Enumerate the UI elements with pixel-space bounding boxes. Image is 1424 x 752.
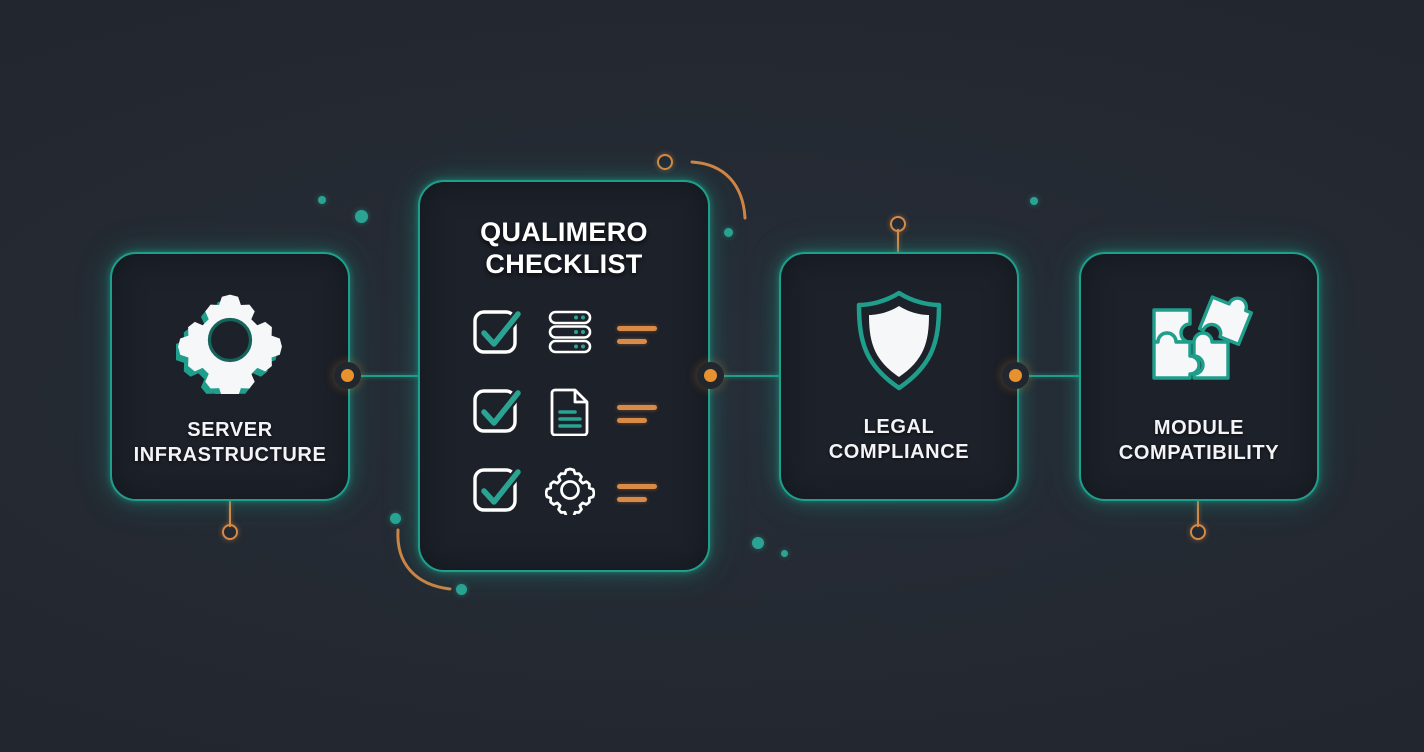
gear-icon — [176, 286, 284, 394]
card-label-module-compatibility: MODULE COMPATIBILITY — [1118, 416, 1280, 464]
teal-dot-5 — [390, 513, 401, 524]
card-label-server-infrastructure: SERVER INFRASTRUCTURE — [133, 418, 327, 466]
card-label-legal-compliance: LEGAL COMPLIANCE — [828, 415, 970, 463]
checkbox-checked-icon[interactable] — [471, 464, 523, 521]
ring-server-bottom — [222, 524, 238, 540]
checklist-rows — [471, 306, 657, 521]
teal-dot-2 — [355, 210, 368, 223]
teal-dot-1 — [318, 196, 326, 204]
stem-legal-top — [897, 229, 899, 254]
card-qualimero-checklist[interactable]: QUALIMERO CHECKLIST — [418, 180, 710, 572]
detail-bar — [617, 404, 657, 410]
gear-outline-icon — [544, 465, 596, 520]
detail-bars — [617, 483, 657, 502]
document-icon — [545, 386, 595, 441]
detail-bar — [617, 496, 647, 502]
detail-bars — [617, 404, 657, 423]
teal-dot-8 — [781, 550, 788, 557]
card-legal-compliance[interactable]: LEGAL COMPLIANCE — [779, 252, 1019, 501]
ring-legal-top — [890, 216, 906, 232]
stem-server-bottom — [229, 501, 231, 527]
connector-line-checklist-to-legal — [708, 375, 783, 377]
detail-bar — [617, 325, 657, 331]
checkbox-checked-icon[interactable] — [471, 306, 523, 363]
shield-icon — [851, 289, 947, 393]
checkbox-checked-icon[interactable] — [471, 385, 523, 442]
card-module-compatibility[interactable]: MODULE COMPATIBILITY — [1079, 252, 1319, 501]
teal-dot-4 — [1030, 197, 1038, 205]
checklist-row[interactable] — [471, 385, 657, 442]
puzzle-icon — [1138, 288, 1260, 398]
teal-dot-6 — [456, 584, 467, 595]
detail-bars — [617, 325, 657, 344]
checklist-row[interactable] — [471, 306, 657, 363]
connector-node-server-right — [341, 369, 354, 382]
ring-module-bottom — [1190, 524, 1206, 540]
detail-bar — [617, 483, 657, 489]
stem-module-bottom — [1197, 501, 1199, 527]
connector-line-server-to-checklist — [348, 375, 422, 377]
card-server-infrastructure[interactable]: SERVER INFRASTRUCTURE — [110, 252, 350, 501]
teal-dot-3 — [724, 228, 733, 237]
detail-bar — [617, 417, 647, 423]
ring-top-checklist — [657, 154, 673, 170]
server-stack-icon — [545, 307, 595, 362]
detail-bar — [617, 338, 647, 344]
checklist-title: QUALIMERO CHECKLIST — [480, 216, 648, 279]
checklist-row[interactable] — [471, 464, 657, 521]
connector-node-checklist-right — [704, 369, 717, 382]
teal-dot-7 — [752, 537, 764, 549]
connector-node-legal-right — [1009, 369, 1022, 382]
connector-line-legal-to-module — [1017, 375, 1083, 377]
